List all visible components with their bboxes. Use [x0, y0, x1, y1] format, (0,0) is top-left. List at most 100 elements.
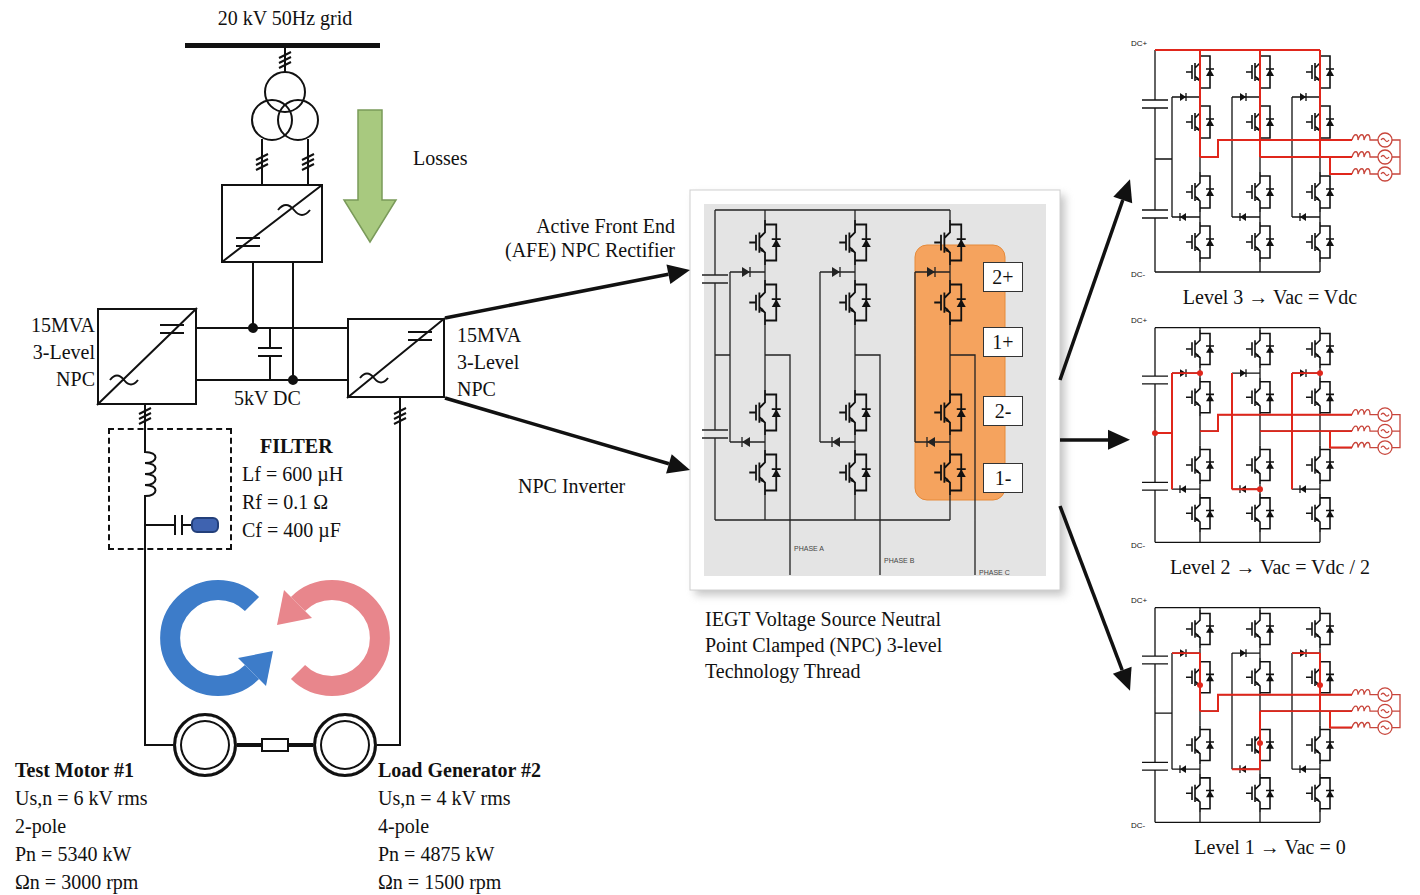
connector: [145, 405, 146, 428]
grid-busbar: [185, 43, 380, 48]
text-block: Level 2 → Vac = Vdc / 2: [1130, 554, 1410, 581]
connector: [377, 398, 400, 745]
npc-thread-figure: [934, 220, 966, 265]
converter-symbols: [139, 408, 406, 424]
node-text: IEGT Voltage Source Neutral Point Clampe…: [705, 606, 955, 684]
rotation-arrow-red: [277, 590, 312, 625]
text-block: Test Motor #1Us,n = 6 kV rms2-polePn = 5…: [15, 756, 175, 895]
node-text: Lf = 600 µH: [242, 460, 392, 488]
level2-circuit: [1257, 486, 1263, 492]
connector: [445, 398, 690, 473]
level2-circuit: [1142, 328, 1400, 543]
voltage-label: 5kV DC: [234, 386, 301, 410]
level-circuit: Level 3 → Vac = Vdc: [1130, 40, 1410, 280]
level2-circuit: [1142, 328, 1400, 543]
npc-thread-figure: [749, 390, 781, 435]
level2-circuit: [1155, 373, 1352, 489]
node-heading: FILTER: [242, 432, 392, 460]
level2-circuit: [1152, 430, 1158, 436]
filter-circuit: [145, 428, 218, 550]
connector-line: [1060, 438, 1108, 442]
text-block: Level 3 → Vac = Vdc: [1130, 284, 1410, 311]
node-text: Level 2 → Vac = Vdc / 2: [1130, 554, 1410, 581]
dc-link: [197, 262, 347, 384]
converter-symbols: [97, 308, 445, 424]
level2-circuit: [1152, 370, 1323, 492]
transformer-symbol: [278, 100, 318, 140]
rectifier-box: [222, 185, 322, 262]
arrow-head: [1113, 179, 1132, 203]
rail-label: DC-: [1131, 541, 1145, 551]
npc-thread-figure: [934, 390, 966, 435]
edge-label: NPC Inverter: [518, 474, 678, 498]
switch-tag: 1-: [983, 463, 1023, 493]
level1-circuit: [1257, 740, 1263, 746]
npc-thread-figure: [832, 437, 840, 447]
connector-line: [145, 550, 173, 745]
npc-thread-figure: [934, 450, 966, 495]
rectifier-box: [222, 185, 322, 262]
filter-box: FILTERLf = 600 µHRf = 0.1 ΩCf = 400 µF: [108, 428, 232, 550]
npc-thread-figure: [839, 280, 871, 325]
converter-symbols: [97, 308, 197, 405]
npc-thread-figure: [702, 210, 975, 575]
npc-thread-figure: [927, 437, 935, 447]
rotation-arrow-red: [277, 590, 380, 686]
node-text: 2+: [992, 263, 1013, 291]
node-text: Ωn = 3000 rpm: [15, 868, 175, 895]
node-text: 1+: [992, 328, 1013, 356]
node-text: Pn = 5340 kW: [15, 840, 175, 868]
node-text: Rf = 0.1 Ω: [242, 488, 392, 516]
npc-thread-figure: [742, 437, 750, 447]
node-text: Cf = 400 µF: [242, 516, 392, 544]
node-text: Level 3 → Vac = Vdc: [1130, 284, 1410, 311]
npc-thread-figure: [695, 195, 1065, 595]
coupling-shaft: [237, 739, 313, 751]
node-text: 1-: [995, 464, 1012, 492]
npc-thread-figure: [749, 280, 781, 325]
npc-thread-figure: [832, 267, 840, 277]
level2-circuit: [1317, 370, 1323, 376]
connector-line: [445, 398, 669, 464]
npc-thread-figure: [742, 267, 750, 277]
text-block: Level 1 → Vac = 0: [1130, 834, 1410, 861]
grid-busbar: [185, 43, 380, 48]
text-block: IEGT Voltage Source Neutral Point Clampe…: [705, 606, 955, 684]
node-text: Ωn = 1500 rpm: [378, 868, 578, 895]
level1-circuit: [1197, 682, 1323, 746]
rotation-arrow-blue: [170, 590, 273, 686]
node-heading: Test Motor #1: [15, 756, 175, 784]
node-text: Level 1 → Vac = 0: [1130, 834, 1410, 861]
npc-thread-figure: [690, 190, 1060, 590]
machine-circle: Load Generator #2Us,n = 4 kV rms4-polePn…: [313, 713, 377, 777]
converter-box: 15MVA 3-Level NPC: [97, 308, 197, 405]
node-text: 4-pole: [378, 812, 578, 840]
connector-line: [1060, 200, 1123, 380]
arrow-head: [666, 454, 690, 473]
npc-thread-figure: [839, 450, 871, 495]
filter-circuit: [192, 518, 218, 532]
level3-circuit: [1155, 50, 1352, 174]
node-text: 2-: [995, 397, 1012, 425]
level-circuit: Level 1 → Vac = 0: [1130, 598, 1410, 830]
transformer-symbol: [252, 100, 292, 140]
figure-panel: IEGT Voltage Source Neutral Point Clampe…: [690, 190, 1060, 590]
connector: [1060, 179, 1132, 380]
npc-thread-figure: [839, 220, 871, 265]
level1-circuit: [1142, 608, 1400, 823]
npc-thread-figure: [749, 220, 781, 265]
npc-thread-figure: [690, 190, 1065, 595]
switch-tag: 2+: [983, 262, 1023, 292]
connector: [445, 264, 690, 318]
level-circuit: Level 2 → Vac = Vdc / 2: [1130, 318, 1410, 550]
node-text: 2-pole: [15, 812, 175, 840]
rail-label: DC+: [1131, 596, 1147, 606]
node-text: Pn = 4875 kW: [378, 840, 578, 868]
dc-link: [197, 262, 347, 380]
connector: [145, 550, 173, 745]
connector-line: [197, 327, 347, 329]
phase-label: PHASE A: [794, 544, 824, 553]
connector-line: [144, 405, 146, 428]
